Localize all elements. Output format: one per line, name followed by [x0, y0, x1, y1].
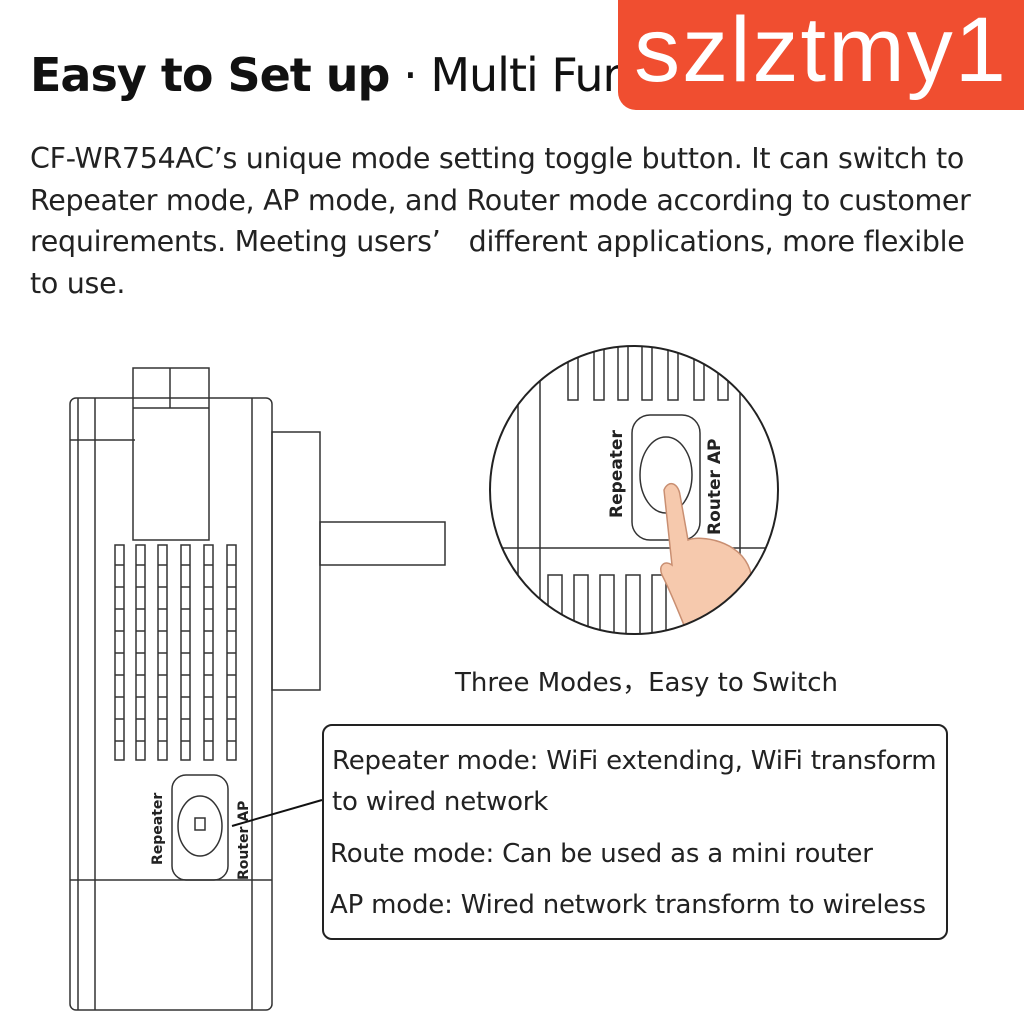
caption: Three Modes，Easy to Switch: [455, 668, 839, 698]
mode-repeater-line2: to wired network: [332, 787, 549, 817]
vent-slot: [693, 346, 705, 401]
vent-slot: [717, 346, 729, 401]
mode-repeater-line1: Repeater mode: WiFi extending, WiFi tran…: [332, 746, 937, 776]
mode-route: Route mode: Can be used as a mini router: [330, 839, 873, 869]
vent-slot: [625, 574, 641, 634]
mode-ap: AP mode: Wired network transform to wire…: [330, 890, 926, 920]
vent-slot: [573, 574, 589, 634]
title-bold: Easy to Set up: [30, 48, 390, 102]
modes-box: Repeater mode: WiFi extending, WiFi tran…: [322, 724, 948, 940]
title-separator: ·: [403, 48, 418, 102]
vent-slot: [651, 574, 667, 634]
vent-slot: [617, 346, 629, 401]
switch-label-router-ap: Router AP: [236, 801, 252, 880]
page-title: Easy to Set up · Multi Func: [30, 48, 656, 102]
vent-slot: [667, 346, 679, 401]
zoom-detail: Repeater Router AP: [500, 346, 778, 634]
zoom-label-router-ap: Router AP: [705, 439, 725, 535]
vent-slot: [641, 346, 653, 401]
switch-label-repeater: Repeater: [150, 793, 166, 865]
watermark: szlztmy1: [618, 0, 1024, 110]
vent-slot: [599, 574, 615, 634]
vent-slot: [567, 346, 579, 401]
description: CF-WR754AC’s unique mode setting toggle …: [30, 142, 971, 300]
zoom-label-repeater: Repeater: [607, 430, 627, 518]
vent-slot: [593, 346, 605, 401]
